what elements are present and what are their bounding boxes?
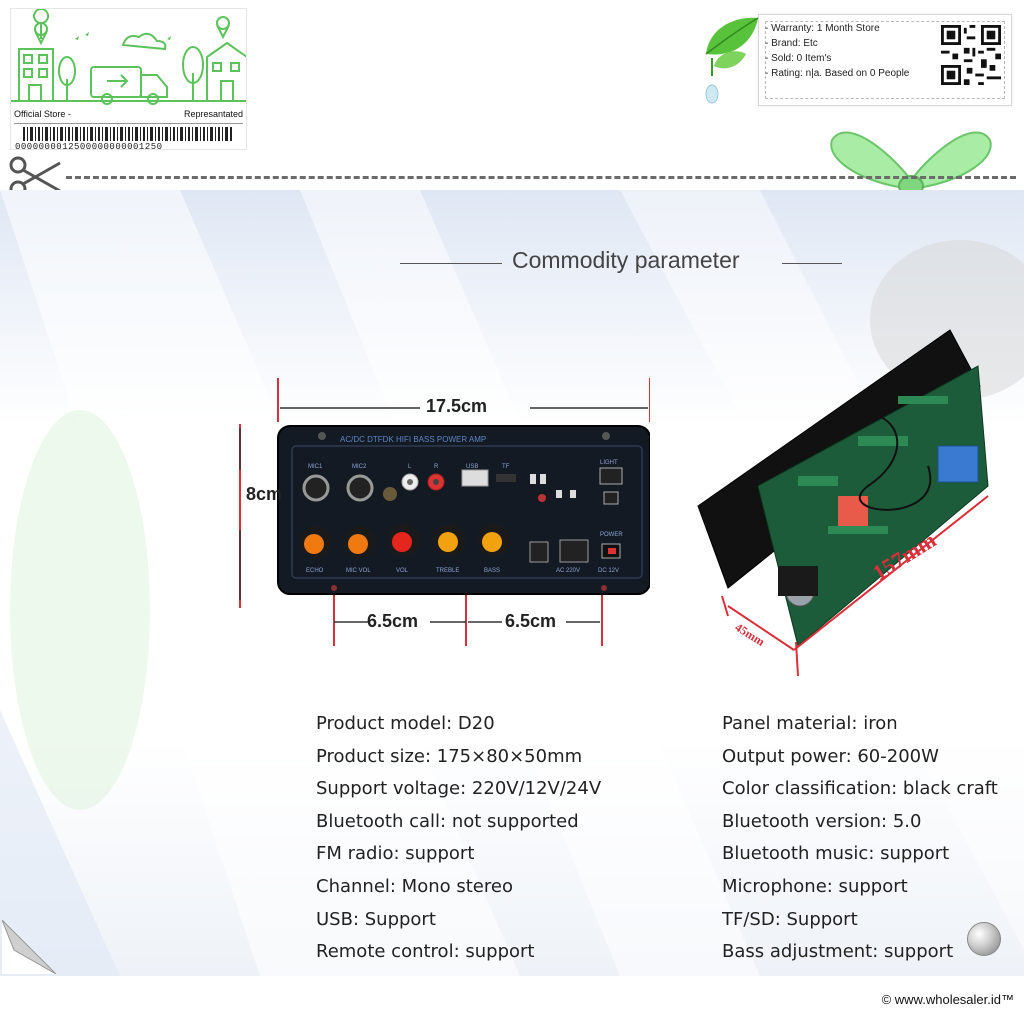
spec-remote-control: Remote control: support xyxy=(316,941,535,963)
spec-channel: Channel: Mono stereo xyxy=(316,875,513,897)
amplifier-pcb-side-view xyxy=(697,329,989,677)
info-lines: - Warranty: 1 Month Store - Brand: Etc -… xyxy=(765,21,909,81)
knob-label-mic-vol: MIC VOL xyxy=(346,568,371,574)
specs-left-column: Product model: D20 Product size: 175×80×… xyxy=(316,708,601,969)
jack-label-mic2: MIC2 xyxy=(352,464,367,470)
spec-bluetooth-call: Bluetooth call: not supported xyxy=(316,810,579,832)
spec-product-size: Product size: 175×80×50mm xyxy=(316,745,583,767)
spec-product-model: Product model: D20 xyxy=(316,713,495,734)
dashed-cut-line xyxy=(66,176,1016,179)
official-store-label: Official Store - xyxy=(14,109,71,119)
footer-bar xyxy=(0,976,1024,1024)
represented-label: Represantated xyxy=(183,109,243,119)
spec-usb: USB: Support xyxy=(316,908,436,930)
leaf-icon xyxy=(705,17,759,104)
spacing-left-label: 6.5cm xyxy=(367,611,419,631)
barcode-icon xyxy=(23,127,232,141)
spec-bass-adjustment: Bass adjustment: support xyxy=(722,941,954,963)
specs-right-column: Panel material: iron Output power: 60-20… xyxy=(722,708,998,969)
spec-tf-sd: TF/SD: Support xyxy=(722,908,858,930)
knob-label-vol: VOL xyxy=(396,568,409,574)
jack-label-mic1: MIC1 xyxy=(308,464,323,470)
panel-label-light: LIGHT xyxy=(600,460,618,466)
knob-label-bass: BASS xyxy=(484,568,500,574)
heading-rule-right xyxy=(782,263,842,264)
spacing-right-label: 6.5cm xyxy=(505,611,557,631)
jack-label-usb: USB xyxy=(466,464,478,470)
jack-label-tf: TF xyxy=(502,464,510,470)
spec-bluetooth-version: Bluetooth version: 5.0 xyxy=(722,810,922,832)
panel-label-power: POWER xyxy=(600,532,623,538)
spec-support-voltage: Support voltage: 220V/12V/24V xyxy=(316,778,602,800)
height-dimension-label: 8cm xyxy=(246,484,283,504)
spec-bluetooth-music: Bluetooth music: support xyxy=(722,843,950,865)
copyright-text: © www.wholesaler.id™ xyxy=(881,992,1014,1007)
spec-panel-material: Panel material: iron xyxy=(722,713,898,734)
rating-line: - Rating: n|a. Based on 0 People xyxy=(765,68,910,79)
jack-label-r: R xyxy=(434,464,439,470)
heading-rule-left xyxy=(400,263,502,264)
store-label-row: Official Store - Represantated xyxy=(14,109,243,124)
product-info-box: - Warranty: 1 Month Store - Brand: Etc -… xyxy=(758,14,1012,106)
amplifier-front-panel-diagram: AC/DC DTFDK HIFI BASS POWER AMP MIC1 MIC… xyxy=(239,378,650,646)
spec-color-classification: Color classification: black craft xyxy=(722,778,998,800)
section-heading: Commodity parameter xyxy=(512,247,740,273)
brand-line: - Brand: Etc xyxy=(765,38,818,49)
spec-microphone: Microphone: support xyxy=(722,875,908,897)
store-card: Official Store - Represantated 000000001… xyxy=(10,8,247,152)
info-box-dashed-frame xyxy=(765,21,1005,99)
spec-fm-radio: FM radio: support xyxy=(316,843,475,865)
panel-top-row-label: AC/DC DTFDK HIFI BASS POWER AMP xyxy=(340,435,486,444)
qr-code-icon[interactable] xyxy=(941,25,1001,85)
store-illustration xyxy=(11,9,246,105)
spec-output-power: Output power: 60-200W xyxy=(722,745,939,767)
warranty-line: - Warranty: 1 Month Store xyxy=(765,23,880,34)
knob-label-treble: TREBLE xyxy=(436,568,459,574)
panel-label-dc12v: DC 12V xyxy=(598,568,619,574)
width-dimension-label: 17.5cm xyxy=(426,396,488,416)
sold-line: - Sold: 0 Item's xyxy=(765,53,832,64)
page-curl-icon xyxy=(2,920,56,974)
panel-label-ac220v: AC 220V xyxy=(556,568,580,574)
barcode-number: 0000000012500000000001250 xyxy=(15,142,163,152)
jack-label-l: L xyxy=(408,464,412,470)
metal-button-icon[interactable] xyxy=(967,922,1001,956)
knob-label-echo: ECHO xyxy=(306,568,324,574)
